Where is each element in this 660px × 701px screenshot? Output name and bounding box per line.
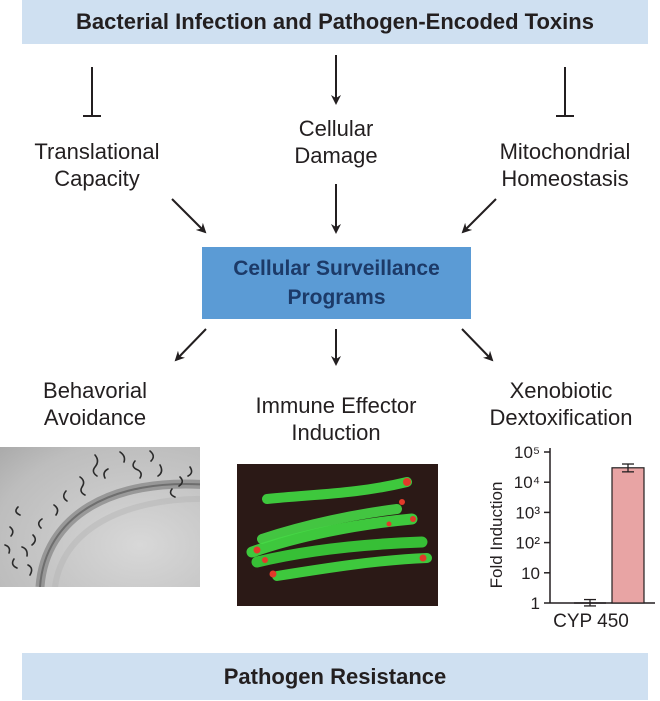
chart-y-tick-label: 10⁴ [514,473,540,492]
chart-y-tick-label: 10 [521,564,540,583]
immune-reporter-photo [237,464,438,606]
label-line: Dextoxification [489,405,633,430]
inhibit-translational [83,67,101,117]
arrow-translational-to-center [171,198,207,234]
chart-xlabel: CYP 450 [553,611,629,632]
label-line: Immune Effector [255,393,417,418]
arrow-mitochondrial-to-center [461,198,497,234]
bottom-banner: Pathogen Resistance [22,653,648,700]
label-line: Translational [34,139,160,164]
label-line: Avoidance [43,405,147,430]
label-line: Behavorial [43,378,147,403]
arrow-center-to-xenobiotic [461,328,494,362]
label-cellular-damage: Cellular Damage [261,115,411,169]
label-line: Capacity [54,166,140,191]
chart-y-tick-label: 1 [531,594,540,613]
label-line: Cellular [298,116,374,141]
label-line: Induction [291,420,381,445]
label-immune-effector-induction: Immune Effector Induction [236,392,436,446]
label-translational-capacity: Translational Capacity [12,138,182,192]
chart-bar [611,467,645,604]
fold-induction-chart: 1 10 10² 10³ 10⁴ 10⁵ Fold Induction CYP 450 [487,443,655,632]
label-line: Mitochondrial [499,139,631,164]
chart-y-tick-label: 10⁵ [514,443,540,462]
center-line: Programs [287,286,386,309]
arrow-center-to-avoidance [174,328,207,362]
chart-plot-area: 1 10 10² 10³ 10⁴ 10⁵ [514,443,655,613]
label-line: Damage [294,143,378,168]
label-xenobiotic-detoxification: Xenobiotic Dextoxification [470,377,652,431]
label-mitochondrial-homeostasis: Mitochondrial Homeostasis [476,138,654,192]
chart-y-tick-label: 10³ [515,503,540,522]
label-line: Xenobiotic [509,378,613,403]
avoidance-photo [0,447,200,587]
chart-ylabel: Fold Induction [487,482,506,589]
label-line: Homeostasis [501,166,629,191]
top-banner: Bacterial Infection and Pathogen-Encoded… [22,0,648,44]
chart-y-tick-label: 10² [515,534,540,553]
center-line: Cellular Surveillance [233,257,440,280]
inhibit-mitochondrial [556,67,574,117]
label-behavioral-avoidance: Behavorial Avoidance [15,377,175,431]
cellular-surveillance-box: Cellular Surveillance Programs [202,247,471,319]
